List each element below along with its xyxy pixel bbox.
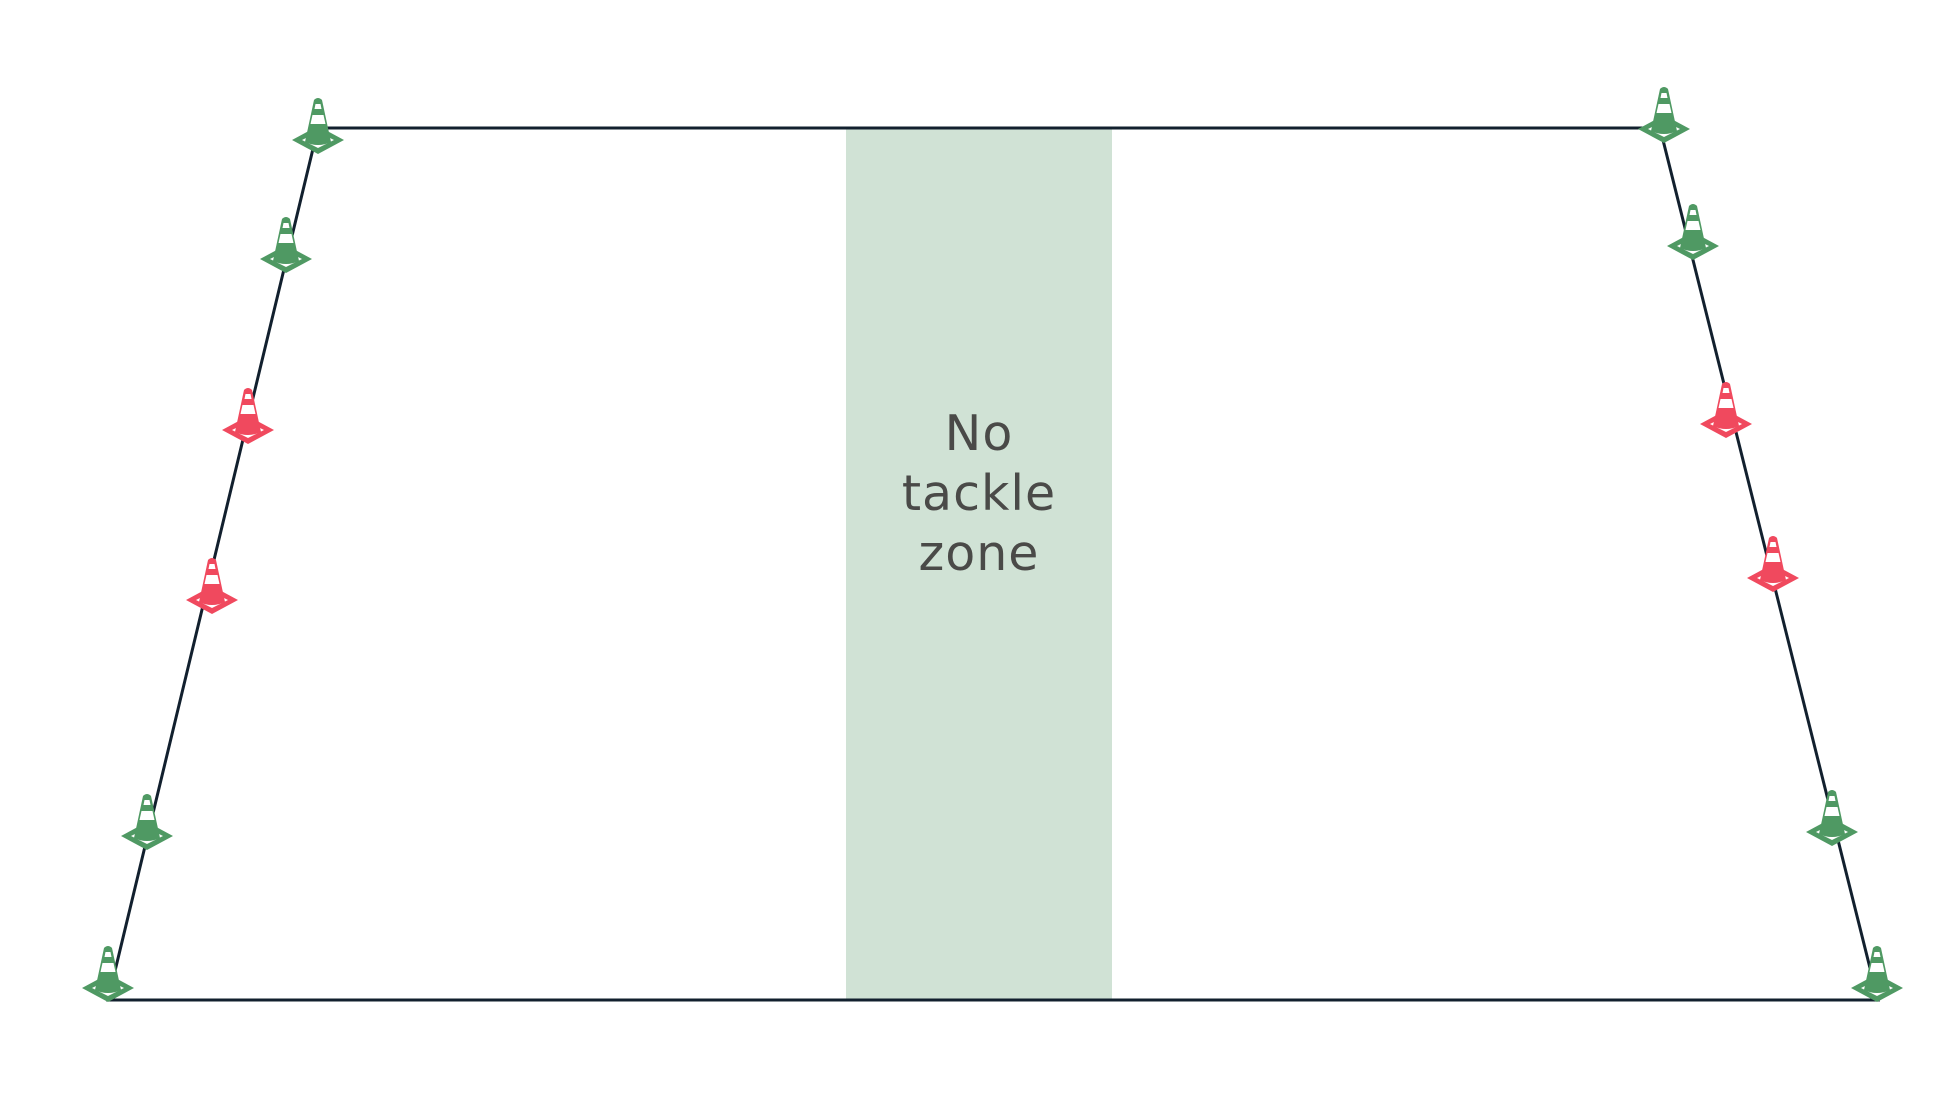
cone-right-bottom-icon xyxy=(1851,946,1903,1002)
cone-right-3-icon xyxy=(1700,382,1752,438)
cone-left-top-icon xyxy=(292,98,344,154)
no-tackle-zone xyxy=(846,128,1112,1000)
cone-right-4-icon xyxy=(1747,536,1799,592)
cone-left-4-icon xyxy=(186,558,238,614)
cone-left-2-icon xyxy=(260,217,312,273)
cone-right-5-icon xyxy=(1806,790,1858,846)
zone-label-line-2: tackle xyxy=(901,465,1057,522)
cones-layer xyxy=(82,87,1903,1002)
cone-left-3-icon xyxy=(222,388,274,444)
zone-label-line-3: zone xyxy=(918,525,1040,582)
cone-left-bottom-icon xyxy=(82,946,134,1002)
cone-left-5-icon xyxy=(121,794,173,850)
cone-right-2-icon xyxy=(1667,204,1719,260)
cone-right-top-icon xyxy=(1638,87,1690,143)
zone-label-line-1: No xyxy=(944,405,1014,462)
no-tackle-zone-label: No tackle zone xyxy=(846,404,1112,584)
